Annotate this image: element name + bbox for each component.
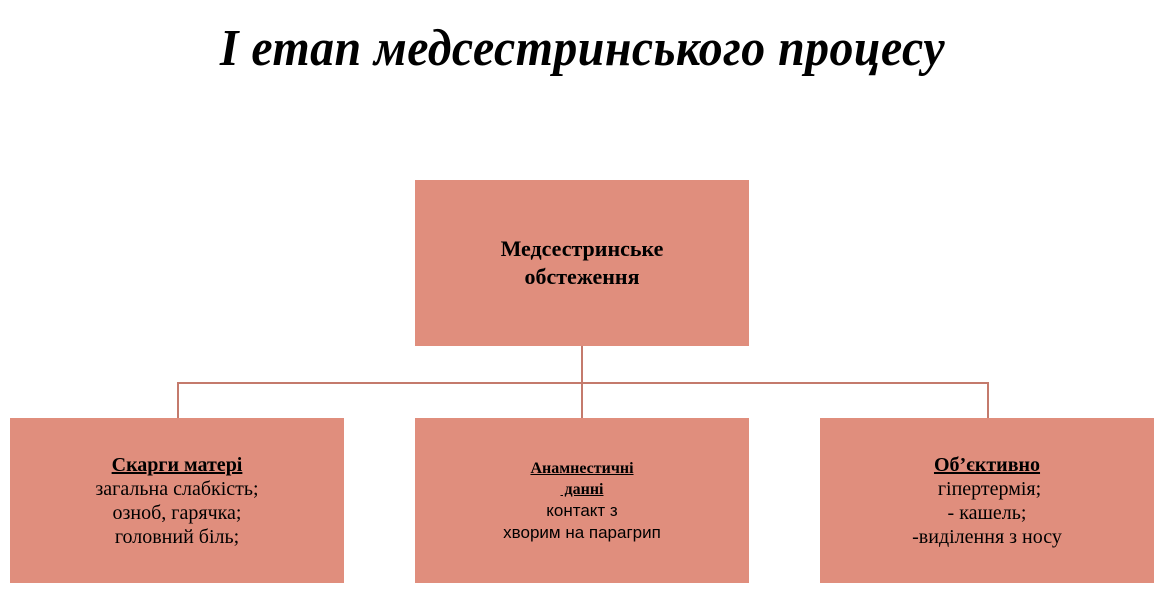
- root-node-label: Медсестринське обстеження: [500, 236, 664, 289]
- child-node-heading: Об’єктивно: [933, 453, 1041, 476]
- root-node-nursing-examination: Медсестринське обстеження: [415, 180, 749, 346]
- child-node-line: загальна слабкість;: [95, 477, 259, 500]
- connector-left-down: [177, 382, 179, 418]
- connector-right-down: [987, 382, 989, 418]
- child-node-line: - кашель;: [947, 501, 1027, 524]
- child-node-heading: Скарги матері: [111, 453, 243, 476]
- child-node-objective: Об’єктивно гіпертермія; - кашель; -виділ…: [820, 418, 1154, 583]
- child-node-heading: Анамнестичні: [530, 459, 634, 477]
- child-node-line: озноб, гарячка;: [112, 501, 242, 524]
- child-node-line: -виділення з носу: [912, 525, 1062, 548]
- child-node-line: хворим на парагрип: [503, 522, 661, 542]
- child-node-line: гіпертермія;: [932, 477, 1042, 500]
- child-node-anamnestic-data: Анамнестичні данні контакт з хворим на п…: [415, 418, 749, 583]
- page-title: І етап медсестринського процесу: [219, 20, 946, 77]
- child-node-mother-complaints: Скарги матері загальна слабкість; озноб,…: [10, 418, 344, 583]
- child-node-line: контакт з: [546, 500, 618, 520]
- child-node-heading: данні: [560, 480, 604, 498]
- child-node-line: головний біль;: [114, 525, 240, 548]
- connector-horizontal: [177, 382, 988, 384]
